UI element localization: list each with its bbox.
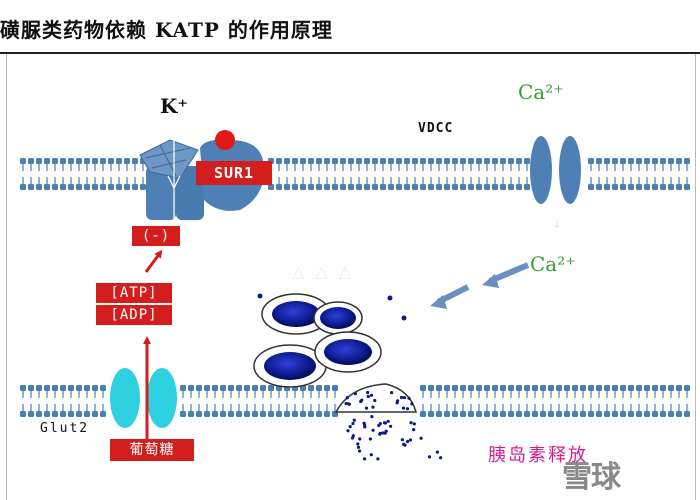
inhibition-label: (-) — [132, 226, 180, 246]
insulin-particle — [378, 432, 382, 436]
insulin-particle — [396, 399, 400, 403]
insulin-particle — [359, 399, 363, 404]
calcium-ion-label-inside: Ca²⁺ — [530, 252, 576, 276]
insulin-particle — [408, 438, 413, 442]
insulin-particle — [435, 450, 439, 454]
title-divider — [0, 52, 700, 54]
insulin-particle — [373, 398, 377, 403]
insulin-release-label: 胰岛素释放 — [488, 445, 588, 466]
calcium-ion-label-outside: Ca²⁺ — [518, 80, 564, 104]
insulin-particle — [371, 428, 375, 432]
frame-right-border — [695, 54, 696, 500]
insulin-particle — [352, 418, 356, 422]
insulin-particle — [351, 421, 355, 426]
faint-arrow-icon: ↓ — [552, 217, 562, 231]
insulin-particle — [383, 431, 387, 435]
insulin-particle — [412, 428, 416, 432]
insulin-particle — [409, 421, 413, 425]
sur1-label: SUR1 — [196, 161, 272, 185]
insulin-particle — [386, 419, 390, 423]
insulin-particle — [369, 453, 373, 457]
insulin-particle — [381, 431, 385, 435]
insulin-particle — [363, 423, 367, 427]
insulin-particle — [345, 396, 349, 400]
released-insulin-particles — [344, 390, 443, 461]
insulin-particle — [419, 436, 423, 440]
insulin-particle — [366, 394, 370, 399]
insulin-particle — [353, 392, 357, 396]
adp-label: [ADP] — [96, 305, 172, 325]
glucose-label: 葡萄糖 — [110, 439, 194, 461]
granule-dot — [401, 315, 407, 321]
insulin-granule-icon — [253, 293, 382, 388]
insulin-particle — [346, 429, 350, 433]
insulin-particle — [346, 402, 351, 406]
insulin-particle — [427, 455, 432, 459]
insulin-particle — [405, 407, 410, 411]
insulin-particle — [364, 406, 369, 410]
vdcc-channel-icon — [530, 136, 581, 204]
insulin-particle — [370, 415, 374, 419]
insulin-particle — [407, 396, 411, 400]
atp-inhibition-arrow — [144, 249, 163, 273]
insulin-particle — [400, 438, 404, 442]
insulin-particle — [351, 434, 355, 438]
potassium-ion-label: K⁺ — [160, 94, 188, 118]
atp-label: [ATP] — [96, 283, 172, 303]
glut2-label: Glut2 — [40, 421, 90, 436]
insulin-particle — [412, 422, 416, 426]
calcium-influx-arrow — [430, 262, 530, 309]
insulin-particle — [389, 424, 393, 428]
granule-dot — [387, 295, 393, 301]
insulin-particle — [358, 449, 362, 453]
insulin-particle — [369, 393, 374, 397]
insulin-particle — [401, 406, 406, 410]
lower-cell-membrane — [20, 385, 690, 417]
insulin-particle — [402, 396, 407, 400]
insulin-particle — [376, 457, 380, 461]
insulin-particle — [399, 395, 404, 400]
frame-left-border — [6, 54, 7, 500]
page-title: 磺脲类药物依赖 KATP 的作用原理 — [0, 18, 333, 42]
insulin-particle — [377, 423, 381, 428]
insulin-particle — [382, 421, 386, 425]
granule-dot — [257, 293, 263, 299]
watermark-logo: 雪球 — [562, 460, 621, 495]
insulin-particle — [390, 391, 394, 395]
insulin-particle — [348, 425, 352, 429]
insulin-particle — [366, 390, 370, 395]
insulin-particle — [406, 439, 410, 444]
insulin-particle — [410, 402, 414, 406]
insulin-particle — [358, 437, 362, 441]
insulin-particle — [368, 437, 372, 441]
insulin-particle — [356, 442, 360, 446]
insulin-particle — [371, 405, 375, 409]
insulin-particle — [439, 456, 443, 460]
upper-cell-membrane — [20, 158, 690, 190]
insulin-particle — [356, 445, 361, 449]
insulin-particle — [402, 442, 406, 446]
faint-background-text: △ △ △ — [292, 262, 355, 281]
insulin-particle — [344, 401, 348, 406]
insulin-particle — [363, 457, 367, 461]
glut2-transporter-icon — [110, 368, 177, 428]
vdcc-label: VDCC — [418, 121, 454, 136]
